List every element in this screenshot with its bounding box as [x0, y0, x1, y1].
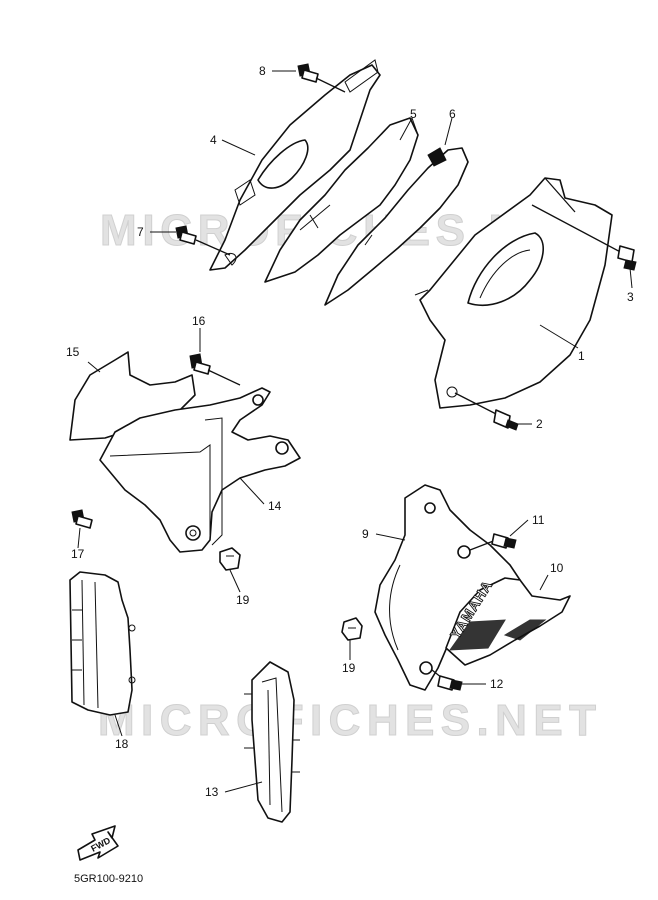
- side-shroud-logo-10-part: YAMAHA: [445, 577, 571, 666]
- callout-2: 2: [536, 417, 543, 431]
- callout-17: 17: [71, 547, 85, 561]
- clip-19a-part: [219, 547, 241, 571]
- callout-1: 1: [578, 349, 585, 363]
- callout-3: 3: [627, 290, 634, 304]
- callout-4: 4: [210, 133, 217, 147]
- callout-5: 5: [410, 107, 417, 121]
- radiator-18-part: [69, 571, 136, 716]
- callout-6: 6: [449, 107, 456, 121]
- bolt-7-part: [175, 225, 231, 256]
- callout-14: 14: [268, 499, 282, 513]
- callout-15: 15: [66, 345, 80, 359]
- callout-13: 13: [205, 785, 219, 799]
- bolt-2-part: [454, 392, 519, 431]
- callout-11: 11: [532, 513, 545, 527]
- callout-labels: 1 2 3 4 5 6 7 8 9 10 11 12 13 14 15 16 1…: [66, 64, 634, 799]
- callout-9: 9: [362, 527, 369, 541]
- bolt-16-part: [189, 353, 241, 386]
- callout-16: 16: [192, 314, 206, 328]
- callout-19a: 19: [236, 593, 250, 607]
- callout-12: 12: [490, 677, 504, 691]
- clip-19b-part: [341, 617, 363, 641]
- bolt-8-part: [297, 63, 346, 93]
- bolt-12-part: [431, 669, 463, 691]
- radiator-grille-13-part: [244, 661, 300, 823]
- callout-7: 7: [137, 225, 144, 239]
- bolt-3-part: [531, 204, 637, 271]
- side-cover-right-part: [414, 177, 613, 409]
- watermark-bottom: MICROFICHES.NET: [98, 696, 598, 745]
- leader-lines: [77, 70, 633, 793]
- fwd-arrow: FWD: [77, 825, 119, 861]
- radiator-cover-14-part: [99, 387, 301, 553]
- bolt-11-part: [469, 533, 517, 551]
- side-cover-left-part: [209, 59, 381, 271]
- callout-19b: 19: [342, 661, 356, 675]
- bolt-17-part: [71, 509, 93, 529]
- diagram-code: 5GR100-9210: [74, 873, 143, 885]
- callout-8: 8: [259, 64, 266, 78]
- callout-10: 10: [550, 561, 564, 575]
- side-panel-6-part: [324, 147, 469, 306]
- callout-18: 18: [115, 737, 129, 751]
